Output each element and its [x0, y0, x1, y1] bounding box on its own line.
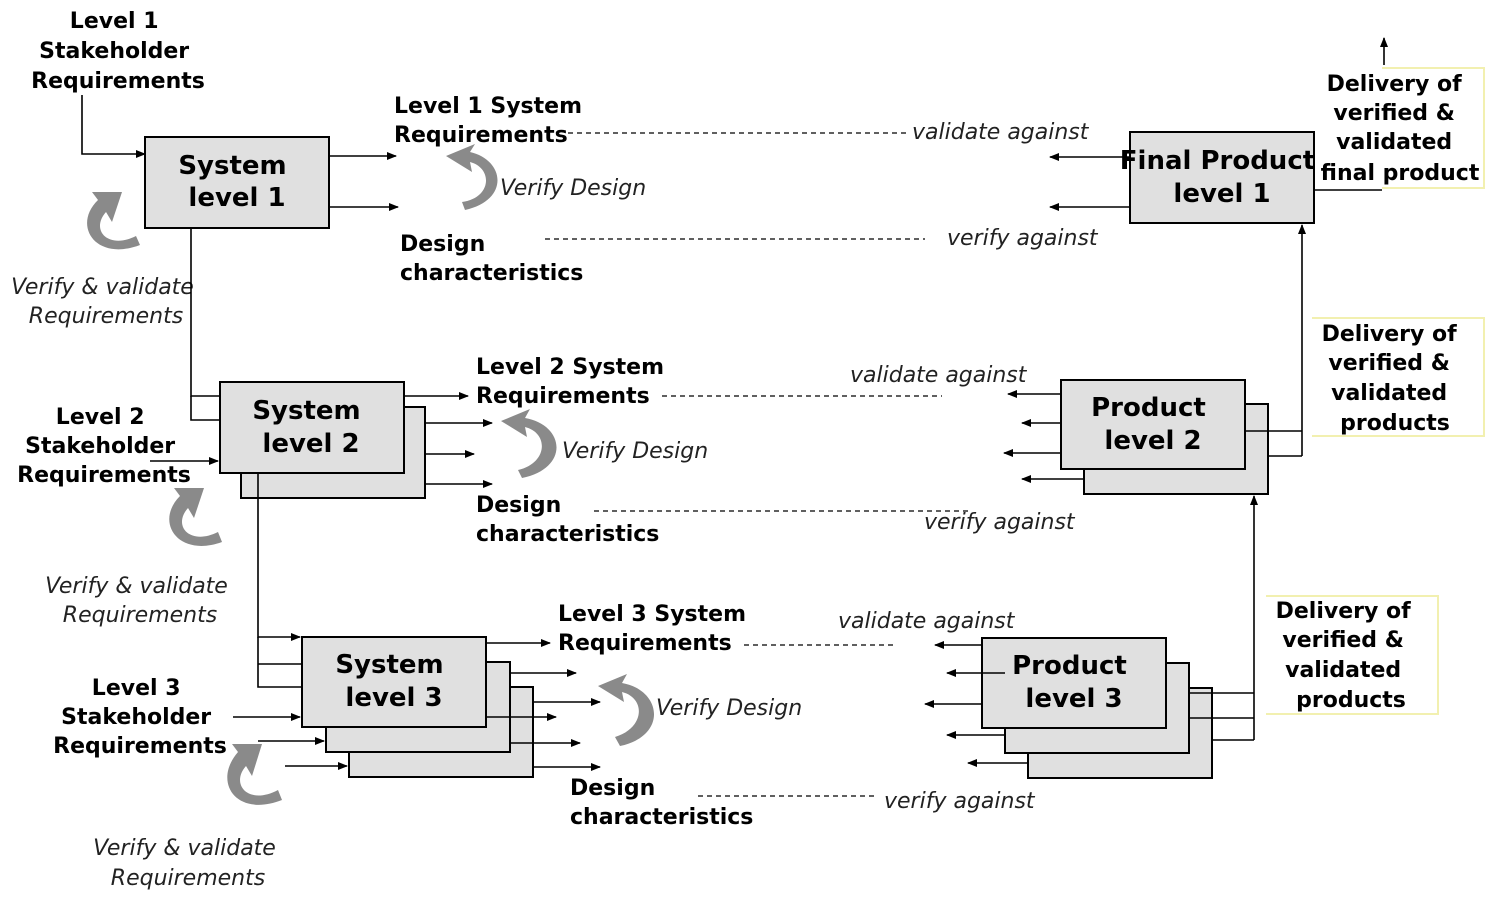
level3-validate-against-label: validate against: [838, 609, 1016, 634]
level3-verify-validate-label: Verify & validate Requirements: [93, 836, 283, 891]
level1-delivery-tag: [1382, 67, 1485, 189]
level1-stakeholder-label: Level 1 Stakeholder Requirements: [31, 9, 205, 94]
level3-delivery-tag: [1266, 595, 1439, 715]
level1-verify-validate-curl-icon: [87, 192, 140, 250]
level1-verify-validate-label: Verify & validate Requirements: [11, 275, 201, 329]
level3-verify-validate-curl-icon: [227, 744, 282, 805]
product-level3-box[interactable]: [981, 637, 1167, 729]
level2-to-level3-connector-c: [257, 637, 302, 688]
level2-delivery-tag: [1312, 317, 1485, 437]
level2-verify-design-label: Verify Design: [562, 439, 708, 464]
final-product-level1-box[interactable]: [1129, 131, 1315, 224]
system-level2-label: System level 2: [252, 396, 369, 459]
level1-validate-against-label: validate against: [912, 120, 1090, 145]
final-product-level1-label: Final Product level 1: [1120, 146, 1324, 209]
level1-verify-design-label: Verify Design: [500, 176, 646, 201]
level3-system-requirements-label: Level 3 System Requirements: [558, 602, 754, 656]
level1-stakeholder-arrow: [81, 95, 146, 158]
level3-group: System level 3 Level 3 Stakeholder Requi…: [53, 495, 1439, 891]
level2-group: System level 2 Level 2 Stakeholder Requi…: [17, 224, 1485, 628]
level2-verify-design-curl-icon: [501, 409, 557, 478]
level3-design-characteristics-label: Design characteristics: [570, 776, 753, 830]
level3-verify-design-curl-icon: [598, 674, 655, 746]
level2-design-characteristics-label: Design characteristics: [476, 493, 659, 547]
level1-group: Level 1 Stakeholder Requirements System …: [11, 9, 1485, 329]
level3-verify-against-label: verify against: [884, 789, 1036, 814]
level1-to-level2-connector-b: [190, 396, 220, 421]
level3-verify-design-label: Verify Design: [656, 696, 802, 721]
level2-verify-validate-curl-icon: [169, 488, 222, 546]
product-level2-label: Product level 2: [1091, 393, 1215, 456]
level3-delivery-label: Delivery of verified & validated product…: [1276, 599, 1419, 713]
level2-verify-against-label: verify against: [924, 510, 1076, 535]
system-level1-box[interactable]: [144, 136, 330, 229]
system-level3-box[interactable]: [301, 636, 487, 728]
level1-system-requirements-label: Level 1 System Requirements: [394, 94, 590, 148]
system-level3-label: System level 3: [335, 650, 452, 713]
level2-stakeholder-label: Level 2 Stakeholder Requirements: [17, 405, 191, 488]
level1-delivery-label: Delivery of verified & validated final p…: [1321, 72, 1480, 186]
level1-design-characteristics-label: Design characteristics: [400, 232, 583, 286]
level1-verify-design-curl-icon: [446, 144, 498, 210]
level2-system-requirements-label: Level 2 System Requirements: [476, 355, 672, 409]
level2-validate-against-label: validate against: [850, 363, 1028, 388]
level1-to-level2-connector: [190, 228, 220, 397]
level2-verify-validate-label: Verify & validate Requirements: [45, 574, 235, 628]
system-level1-label: System level 1: [178, 151, 295, 213]
system-level2-box[interactable]: [219, 381, 405, 474]
level1-verify-against-label: verify against: [947, 226, 1099, 251]
level2-delivery-label: Delivery of verified & validated product…: [1322, 322, 1465, 436]
product-level2-box[interactable]: [1060, 379, 1246, 470]
level3-stakeholder-label: Level 3 Stakeholder Requirements: [53, 676, 227, 759]
product-level3-label: Product level 3: [1012, 651, 1136, 714]
